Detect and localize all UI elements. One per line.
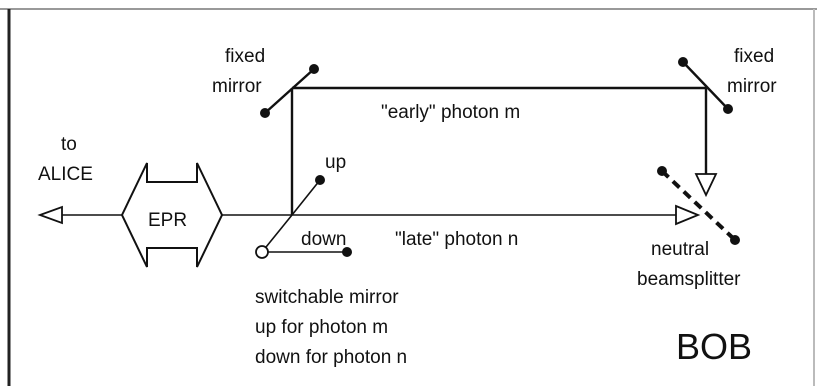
fixed-mirror-right-label-2: mirror (727, 76, 777, 97)
switchable-mirror-label-2: up for photon m (255, 317, 388, 338)
to-alice-label-2: ALICE (38, 164, 93, 185)
switchable-mirror (255, 175, 352, 259)
fixed-mirror-left (260, 64, 319, 118)
arrow-to-alice (37, 205, 122, 225)
bob-label: BOB (676, 326, 752, 367)
to-alice-label-1: to (61, 134, 77, 155)
up-label: up (325, 152, 346, 173)
switch-pivot-arm (261, 214, 293, 253)
down-label: down (301, 229, 346, 250)
switchable-mirror-label-1: switchable mirror (255, 287, 399, 308)
neutral-beamsplitter (657, 166, 740, 245)
beamsplitter-label-2: beamsplitter (637, 269, 741, 290)
early-path-arrowhead (694, 173, 718, 198)
late-photon-label: "late" photon n (395, 229, 518, 250)
epr-label: EPR (148, 210, 187, 231)
switch-pivot (255, 245, 269, 259)
early-photon-label: "early" photon m (381, 102, 520, 123)
fixed-mirror-left-label-1: fixed (225, 46, 265, 67)
late-path-arrowhead (675, 204, 701, 226)
fixed-mirror-left-label-2: mirror (212, 76, 262, 97)
fixed-mirror-right (678, 57, 733, 114)
switch-up-position (291, 179, 321, 216)
beamsplitter-label-1: neutral (651, 239, 709, 260)
fixed-mirror-right-label-1: fixed (734, 46, 774, 67)
switchable-mirror-label-3: down for photon n (255, 347, 407, 368)
